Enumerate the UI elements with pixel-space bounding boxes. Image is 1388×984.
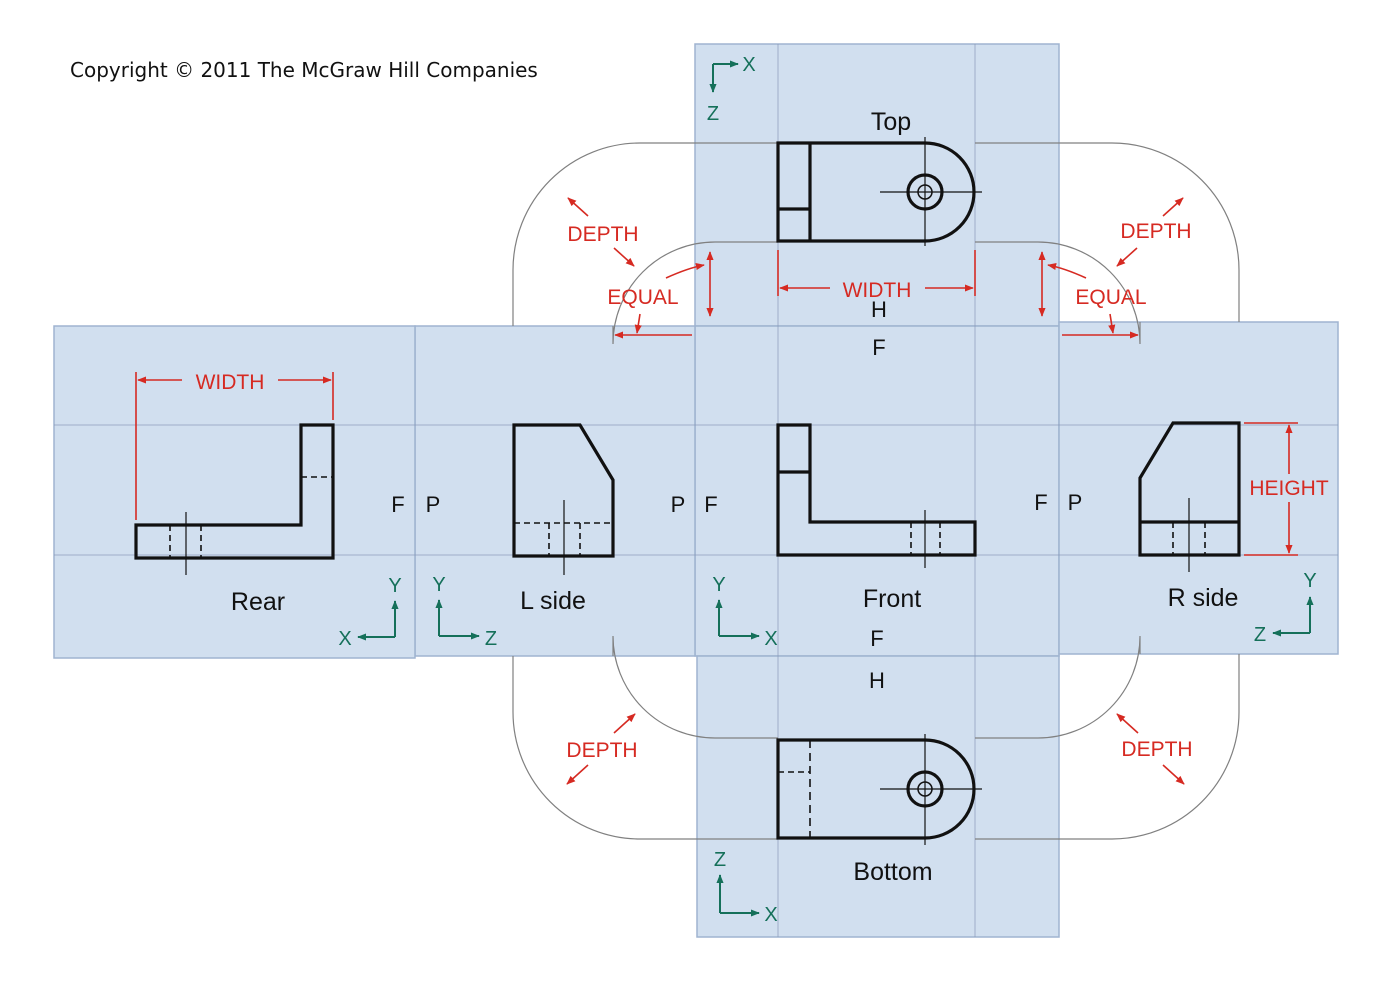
fold-line-letters: H F F H F P P F F P [391, 297, 1082, 693]
fold-letter-p-left: P [671, 492, 686, 517]
depth-arcs [512, 142, 1240, 840]
bottom-view-object [776, 734, 982, 845]
rear-view-object [134, 423, 335, 575]
frontal-plane [694, 325, 1060, 657]
width-label-top: WIDTH [843, 279, 912, 302]
view-labels: Top Front Bottom Rear L side R side [231, 108, 1239, 886]
height-label: HEIGHT [1249, 477, 1329, 500]
dimension-labels: WIDTH WIDTH HEIGHT EQUAL EQUAL DEPTH DEP… [196, 220, 1329, 762]
dimension-lines [135, 197, 1298, 785]
equal-label-right: EQUAL [1075, 286, 1146, 309]
copyright-notice: Copyright © 2011 The McGraw Hill Compani… [70, 58, 538, 82]
fold-letter-f-rear: F [391, 492, 404, 517]
view-label-rear: Rear [231, 588, 285, 616]
axis-triads [357, 60, 1314, 917]
right-profile-plane [1058, 321, 1339, 655]
view-label-bottom: Bottom [853, 858, 932, 886]
axis-z-right: Z [1254, 624, 1266, 646]
fold-letter-f-left: F [704, 492, 717, 517]
rear-plane [53, 325, 416, 659]
depth-label-upper-left: DEPTH [567, 223, 638, 246]
axis-z-bottom: Z [714, 849, 726, 871]
axis-x-bottom: X [764, 904, 777, 926]
axis-x-front: X [764, 628, 777, 650]
projection-planes [53, 43, 1339, 938]
width-label-rear: WIDTH [196, 371, 265, 394]
view-label-right-side: R side [1168, 584, 1239, 612]
fold-letter-f-bottom: F [870, 626, 883, 651]
axis-z-left: Z [485, 628, 497, 650]
fold-letter-p-rear: P [426, 492, 441, 517]
bottom-plane [696, 655, 1060, 938]
fold-letter-f-top: F [872, 335, 885, 360]
fold-letter-f-right: F [1034, 490, 1047, 515]
top-view-object [776, 137, 982, 246]
fold-letter-h-top: H [871, 297, 887, 322]
axis-x-top: X [742, 54, 755, 76]
fold-letter-h-bottom: H [869, 668, 885, 693]
axis-y-right: Y [1303, 570, 1316, 592]
view-label-left-side: L side [520, 587, 586, 615]
axis-letters: X Z Y X Y Z Y X Y Z Z X [338, 54, 1316, 926]
fold-letter-p-right: P [1068, 490, 1083, 515]
left-side-view-object [512, 423, 615, 575]
left-profile-plane [414, 325, 696, 657]
view-label-front: Front [863, 585, 921, 613]
top-plane [694, 43, 1060, 327]
object-views [134, 137, 1241, 845]
axis-y-front: Y [712, 574, 725, 596]
axis-z-top: Z [707, 103, 719, 125]
view-label-top: Top [871, 108, 911, 136]
equal-label-left: EQUAL [607, 286, 678, 309]
depth-label-upper-right: DEPTH [1120, 220, 1191, 243]
right-side-view-object [1138, 421, 1241, 572]
axis-y-left: Y [432, 574, 445, 596]
axis-x-rear: X [338, 628, 351, 650]
axis-y-rear: Y [388, 575, 401, 597]
depth-label-lower-right: DEPTH [1121, 738, 1192, 761]
depth-label-lower-left: DEPTH [566, 739, 637, 762]
front-view-object [776, 423, 977, 568]
